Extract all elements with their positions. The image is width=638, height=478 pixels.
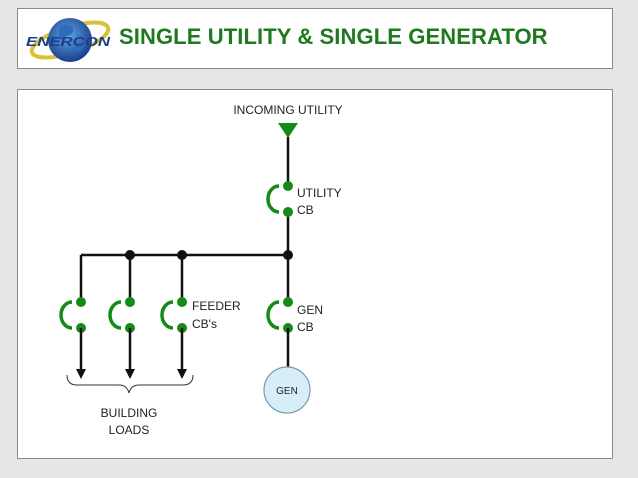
gen-cb-label-line1: GEN [297,303,323,317]
title-banner: ENERCON SINGLE UTILITY & SINGLE GENERATO… [17,8,613,69]
utility-cb-label-line2: CB [297,203,314,217]
incoming-utility-label: INCOMING UTILITY [233,103,342,117]
globe-icon [48,18,92,62]
breaker-contact [283,181,293,191]
incoming-utility-source-icon [278,123,298,138]
diagram-panel: INCOMING UTILITY UTILITY CB [17,89,613,459]
utility-circuit-breaker [266,181,293,217]
breaker-arc-icon [59,300,73,330]
feeder-circuit-breaker [59,297,86,333]
breaker-contact [125,297,135,307]
building-loads-label-line1: BUILDING [101,406,158,420]
breaker-arc-icon [266,300,280,330]
building-loads-label-line2: LOADS [109,423,150,437]
one-line-diagram: INCOMING UTILITY UTILITY CB [59,103,343,437]
breaker-arc-icon [266,184,280,214]
globe-land-icon [58,25,84,52]
breaker-arc-icon [160,300,174,330]
generator-symbol [263,366,311,414]
breaker-arc-icon [108,300,122,330]
utility-cb-label-line1: UTILITY [297,186,342,200]
load-arrow-icon [125,369,135,379]
generator-circuit-breaker [266,297,293,333]
breaker-contact [76,297,86,307]
loads-brace-icon [66,374,194,394]
generator-label: GEN [276,386,298,397]
load-arrow-icon [177,369,187,379]
enercon-logo: ENERCON [26,18,111,62]
feeder-circuit-breaker [108,297,135,333]
feeder-cbs-label-line1: FEEDER [192,299,241,313]
load-arrow-icon [76,369,86,379]
gen-cb-label-line2: CB [297,320,314,334]
breaker-contact [283,297,293,307]
breaker-contact [177,297,187,307]
feeder-circuit-breaker [160,297,187,333]
feeder-cbs-label-line2: CB's [192,317,217,331]
page-title: SINGLE UTILITY & SINGLE GENERATOR [119,24,548,49]
logo-wordmark: ENERCON [26,34,111,49]
breaker-contact [283,207,293,217]
